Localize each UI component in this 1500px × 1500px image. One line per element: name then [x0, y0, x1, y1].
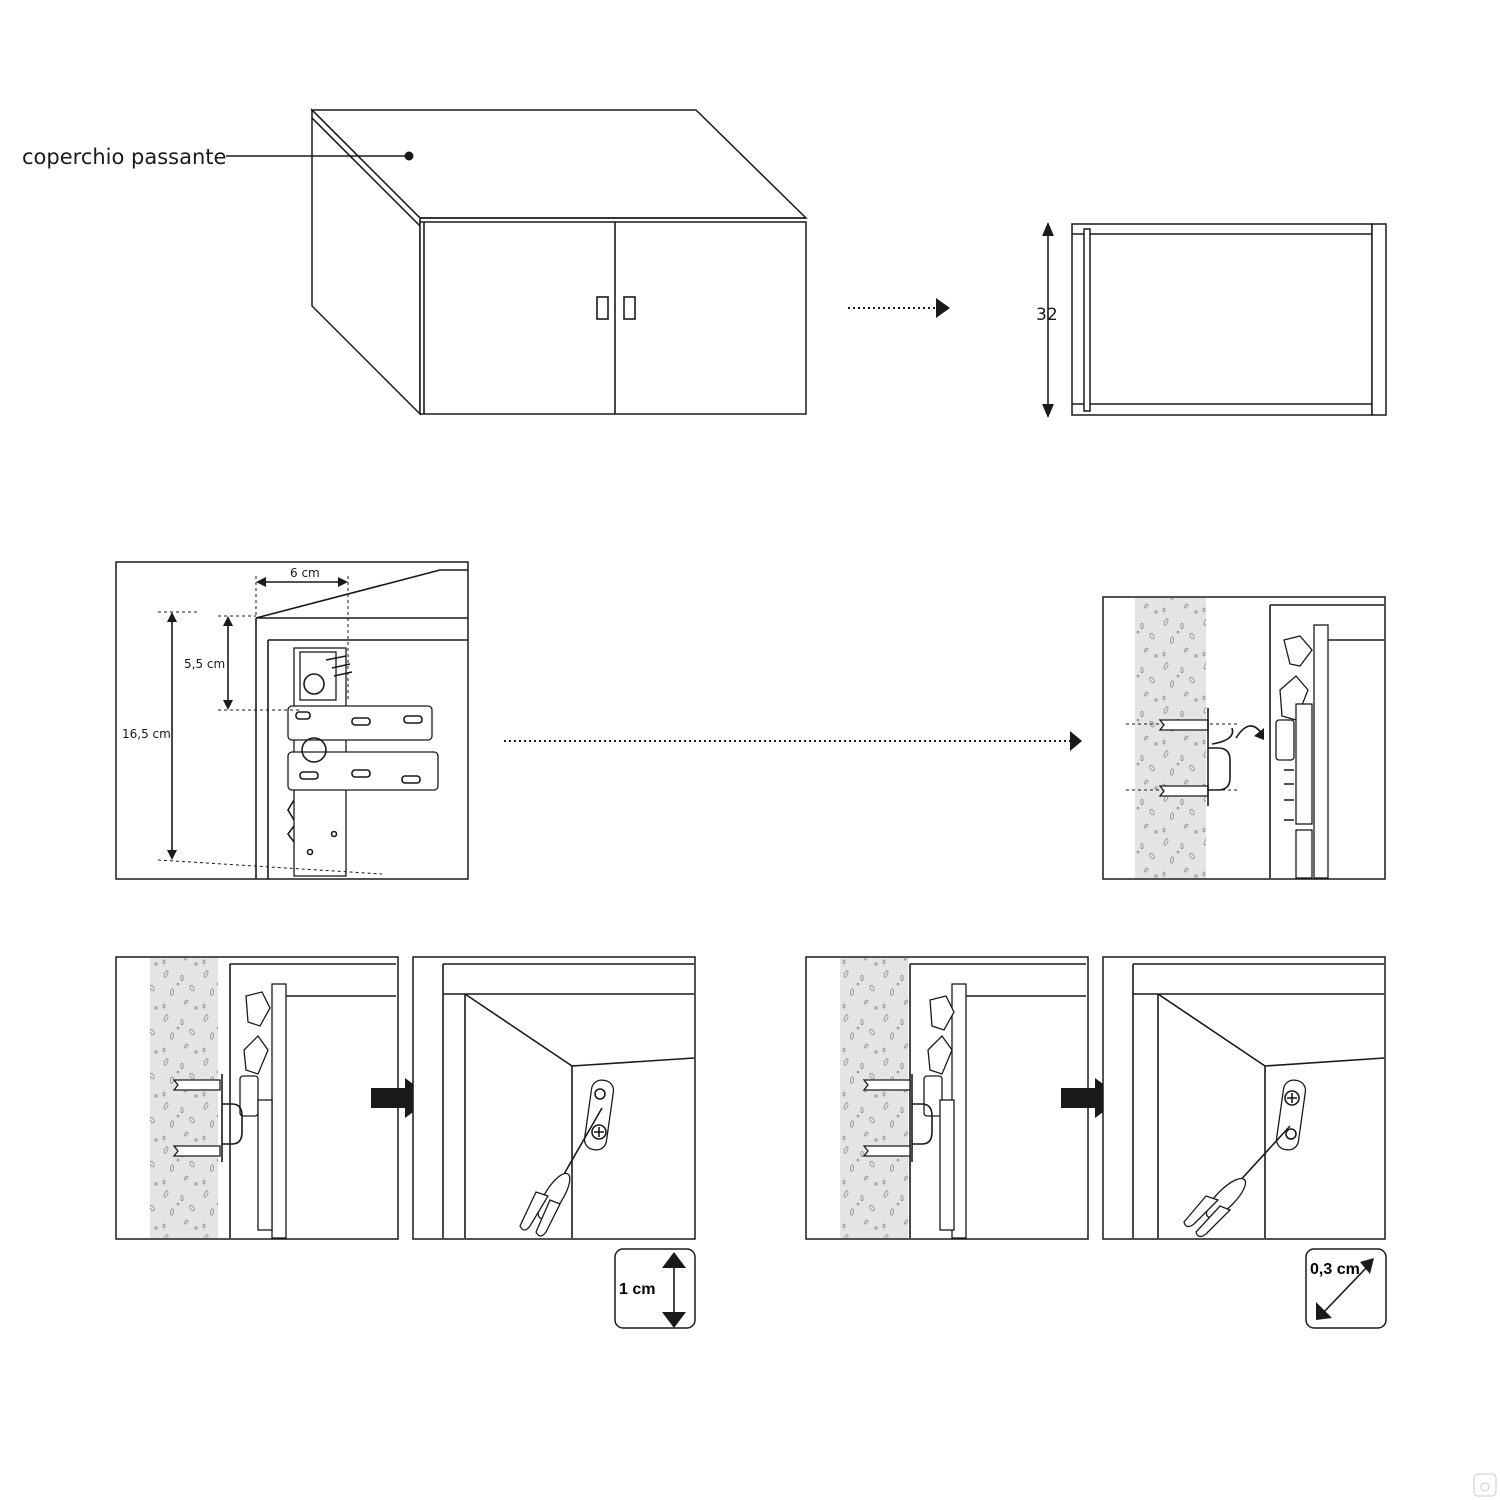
lid-callout: coperchio passante: [22, 145, 414, 169]
vertical-double-arrow-icon: [662, 1252, 686, 1328]
step-depth-wall-panel: [805, 956, 1089, 1240]
depth-adjust-label: 0,3 cm: [1310, 1261, 1360, 1278]
total-offset-label: 16,5 cm: [122, 727, 171, 741]
wall-mount-panel: [1102, 596, 1386, 880]
right-arrow-icon: [1070, 731, 1082, 751]
top-offset-label: 5,5 cm: [184, 657, 225, 671]
corner-logo: [1473, 1473, 1497, 1497]
depth-adjust-badge: 0,3 cm: [1305, 1248, 1387, 1329]
arrow-to-section: [848, 298, 950, 318]
width-offset-label: 6 cm: [290, 566, 320, 580]
diagonal-double-arrow-icon: [1316, 1258, 1374, 1320]
door-handle-right: [623, 296, 636, 320]
lid-label: coperchio passante: [22, 145, 226, 169]
arrow-to-wall-detail: [504, 731, 1082, 751]
vertical-adjust-badge: 1 cm: [614, 1248, 696, 1329]
step-depth-adjust-panel: [1102, 956, 1386, 1240]
right-arrow-icon: [936, 298, 950, 318]
cabinet-isometric: [310, 108, 808, 416]
bracket-detail-panel: 6 cm 5,5 cm 16,5 cm: [115, 561, 469, 880]
height-label: 32: [1036, 305, 1058, 325]
door-handle-left: [596, 296, 609, 320]
vertical-adjust-label: 1 cm: [619, 1281, 655, 1298]
step-vertical-adjust-panel: [412, 956, 696, 1240]
step-vertical-wall-panel: [115, 956, 399, 1240]
cabinet-section-view: 32: [1036, 222, 1387, 418]
